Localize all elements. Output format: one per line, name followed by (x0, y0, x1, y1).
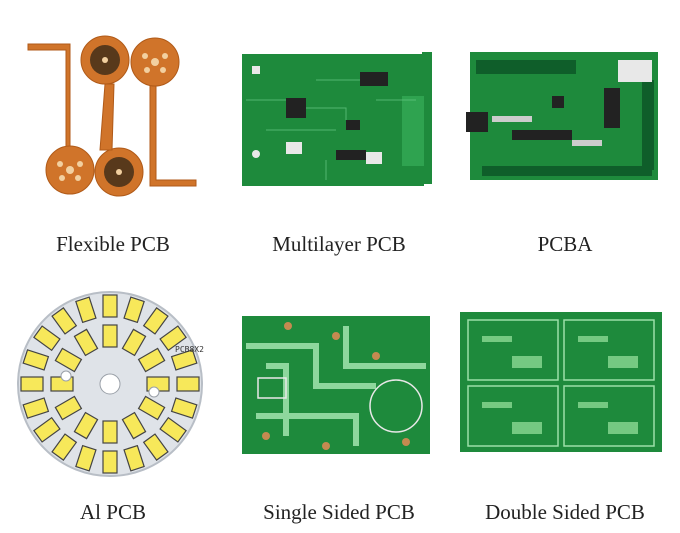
product-card-al[interactable]: PCB8X2 Al PCB (0, 266, 226, 532)
led-chip (51, 433, 78, 461)
led-chip (75, 444, 97, 472)
led-chip (51, 307, 78, 335)
caption-flexible-pcb: Flexible PCB (56, 232, 170, 256)
led-chip (54, 347, 83, 373)
caption-pcba: PCBA (537, 232, 593, 256)
al-board-marking: PCB8X2 (175, 345, 204, 354)
product-card-flexible[interactable]: Flexible PCB (0, 0, 226, 266)
led-chip (102, 450, 118, 474)
caption-multilayer-pcb: Multilayer PCB (272, 232, 406, 256)
led-chip (102, 420, 118, 444)
led-chip (170, 349, 198, 371)
led-chip (170, 397, 198, 419)
led-chip (33, 416, 61, 443)
led-chip (159, 416, 187, 443)
led-chip (73, 328, 99, 357)
multilayer-pcb-image (226, 0, 452, 222)
single-sided-pcb-image (226, 266, 452, 488)
led-chip (102, 324, 118, 348)
led-chip (123, 444, 145, 472)
led-chip (22, 349, 50, 371)
led-chip (137, 395, 166, 421)
product-card-single[interactable]: Single Sided PCB (226, 266, 452, 532)
led-chip (20, 376, 44, 392)
caption-al-pcb: Al PCB (80, 500, 146, 524)
product-card-double[interactable]: Double Sided PCB (452, 266, 678, 532)
led-chip (33, 325, 61, 352)
double-sided-pcb-image (452, 266, 678, 488)
led-chip (121, 328, 147, 357)
product-card-multilayer[interactable]: Multilayer PCB (226, 0, 452, 266)
led-chip (75, 296, 97, 324)
caption-double-sided-pcb: Double Sided PCB (485, 500, 645, 524)
led-chip (102, 294, 118, 318)
led-chip (22, 397, 50, 419)
product-card-pcba[interactable]: PCBA (452, 0, 678, 266)
led-chip (159, 325, 187, 352)
led-chip (142, 307, 169, 335)
flexible-pcb-image (0, 0, 226, 222)
caption-single-sided-pcb: Single Sided PCB (263, 500, 415, 524)
al-pcb-image: PCB8X2 (0, 266, 226, 488)
led-chip (176, 376, 200, 392)
pcba-image (452, 0, 678, 222)
led-chip (123, 296, 145, 324)
led-chip (121, 411, 147, 440)
led-chip (73, 411, 99, 440)
led-chip (137, 347, 166, 373)
led-chip (54, 395, 83, 421)
led-chip (142, 433, 169, 461)
